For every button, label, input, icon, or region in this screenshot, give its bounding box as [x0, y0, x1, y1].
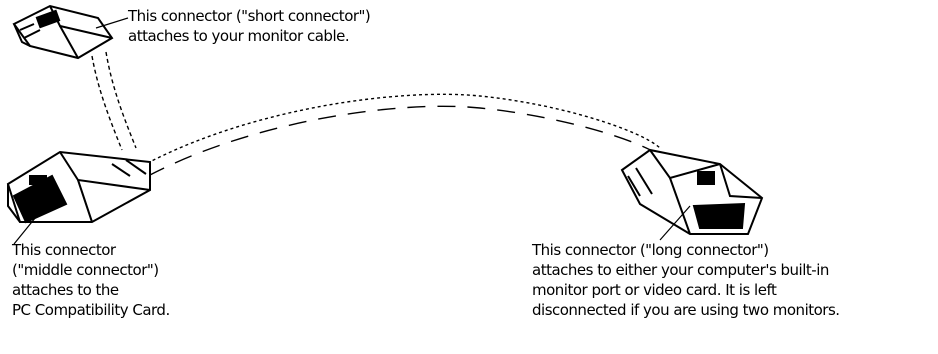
long-connector-label-line: This connector ("long connector") [532, 241, 769, 259]
short-connector-label-line: attaches to your monitor cable. [128, 27, 350, 45]
long-connector-label-line: disconnected if you are using two monito… [532, 301, 840, 319]
middle-connector-label-line: PC Compatibility Card. [12, 301, 170, 319]
short-cable [91, 51, 137, 151]
short-connector-label-line: This connector ("short connector") [128, 7, 371, 25]
middle-connector-label-line: ("middle connector") [12, 261, 159, 279]
middle-connector-label-line: This connector [12, 241, 116, 259]
short-connector [12, 4, 114, 60]
middle-connector-label: This connector ("middle connector") atta… [12, 240, 170, 320]
leader-lines [13, 17, 691, 245]
long-connector [620, 148, 764, 235]
long-connector-label-line: attaches to either your computer's built… [532, 261, 829, 279]
middle-leader-line [13, 211, 41, 245]
short-connector-label: This connector ("short connector") attac… [128, 6, 371, 46]
middle-connector-label-line: attaches to the [12, 281, 119, 299]
long-leader-line [659, 205, 691, 241]
short-leader-line [95, 17, 129, 29]
long-connector-label: This connector ("long connector") attach… [532, 240, 840, 320]
middle-connector [6, 150, 151, 224]
long-cable [141, 93, 665, 177]
long-connector-label-line: monitor port or video card. It is left [532, 281, 777, 299]
